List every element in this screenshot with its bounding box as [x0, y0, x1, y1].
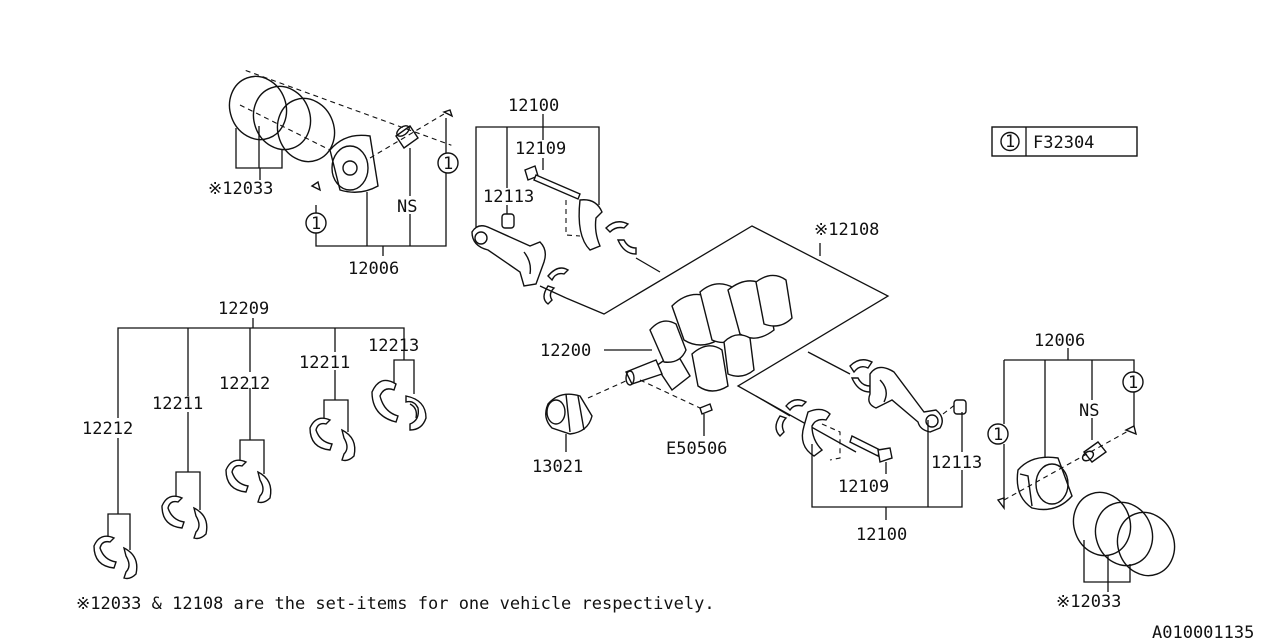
crank-sprocket — [545, 393, 593, 435]
connecting-rod-bot — [868, 366, 943, 433]
marker-1-c: 1 — [1128, 373, 1138, 393]
bearing-shell-top-b — [605, 221, 637, 255]
rod-cap-bot — [801, 408, 831, 457]
marker-1-d: 1 — [993, 425, 1003, 445]
label-12113-bot: 12113 — [931, 453, 982, 473]
label-12200: 12200 — [540, 341, 591, 361]
woodruff-key — [699, 403, 713, 415]
rod-bolt-bot — [849, 435, 893, 463]
label-12033-top: ※12033 — [208, 179, 273, 199]
figure-id: A010001135 — [1152, 623, 1254, 640]
bearing-shell-top-a — [543, 267, 570, 305]
bearing-shell-bot-b — [775, 399, 808, 437]
label-12006-bot: 12006 — [1034, 331, 1085, 351]
label-12006-top: 12006 — [348, 259, 399, 279]
marker-1-a: 1 — [311, 214, 321, 234]
pin-clip-bot — [996, 424, 1138, 511]
label-12212-a: 12212 — [82, 419, 133, 439]
piston-rings-top — [228, 75, 336, 163]
label-12109-bot: 12109 — [838, 477, 889, 497]
rod-cap-top — [578, 199, 603, 251]
bearing-pair-12212-a — [93, 513, 138, 580]
bearing-pair-12213 — [371, 359, 427, 431]
label-12209: 12209 — [218, 299, 269, 319]
label-12109-top: 12109 — [515, 139, 566, 159]
label-12211-b: 12211 — [299, 353, 350, 373]
legend-marker: 1 — [1005, 132, 1015, 152]
label-12113-top: 12113 — [483, 187, 534, 207]
bearing-pair-12212-b — [225, 439, 272, 504]
bearing-pair-12211-b — [309, 399, 356, 462]
label-ns-top: NS — [397, 197, 417, 217]
label-e50506: E50506 — [666, 439, 727, 459]
rod-bushing-bot — [953, 399, 967, 415]
bearing-pair-12211-a — [161, 471, 208, 540]
piston-top — [329, 134, 379, 193]
label-12212-b: 12212 — [219, 374, 270, 394]
label-12033-bot: ※12033 — [1056, 592, 1121, 612]
rod-bolt-top — [524, 165, 581, 200]
crankshaft — [625, 274, 793, 392]
piston-bot — [1016, 456, 1073, 511]
piston-rings-bot — [1072, 491, 1176, 577]
label-ns-bot: NS — [1079, 401, 1099, 421]
piston-pin-top — [395, 125, 419, 149]
label-12211-a: 12211 — [152, 394, 203, 414]
rod-bushing-top — [501, 213, 515, 229]
label-12213: 12213 — [368, 336, 419, 356]
connecting-rod-top — [471, 225, 547, 287]
label-12100-top: 12100 — [508, 96, 559, 116]
legend-ref: F32304 — [1033, 133, 1094, 153]
footnote: ※12033 & 12108 are the set-items for one… — [76, 594, 715, 614]
label-12100-bot: 12100 — [856, 525, 907, 545]
label-12108: ※12108 — [814, 220, 879, 240]
label-13021: 13021 — [532, 457, 583, 477]
bearing-shell-bot-a — [849, 359, 874, 393]
pin-clip-top — [310, 109, 454, 192]
legend-box: 1 F32304 — [991, 126, 1138, 157]
marker-1-b: 1 — [443, 154, 453, 174]
